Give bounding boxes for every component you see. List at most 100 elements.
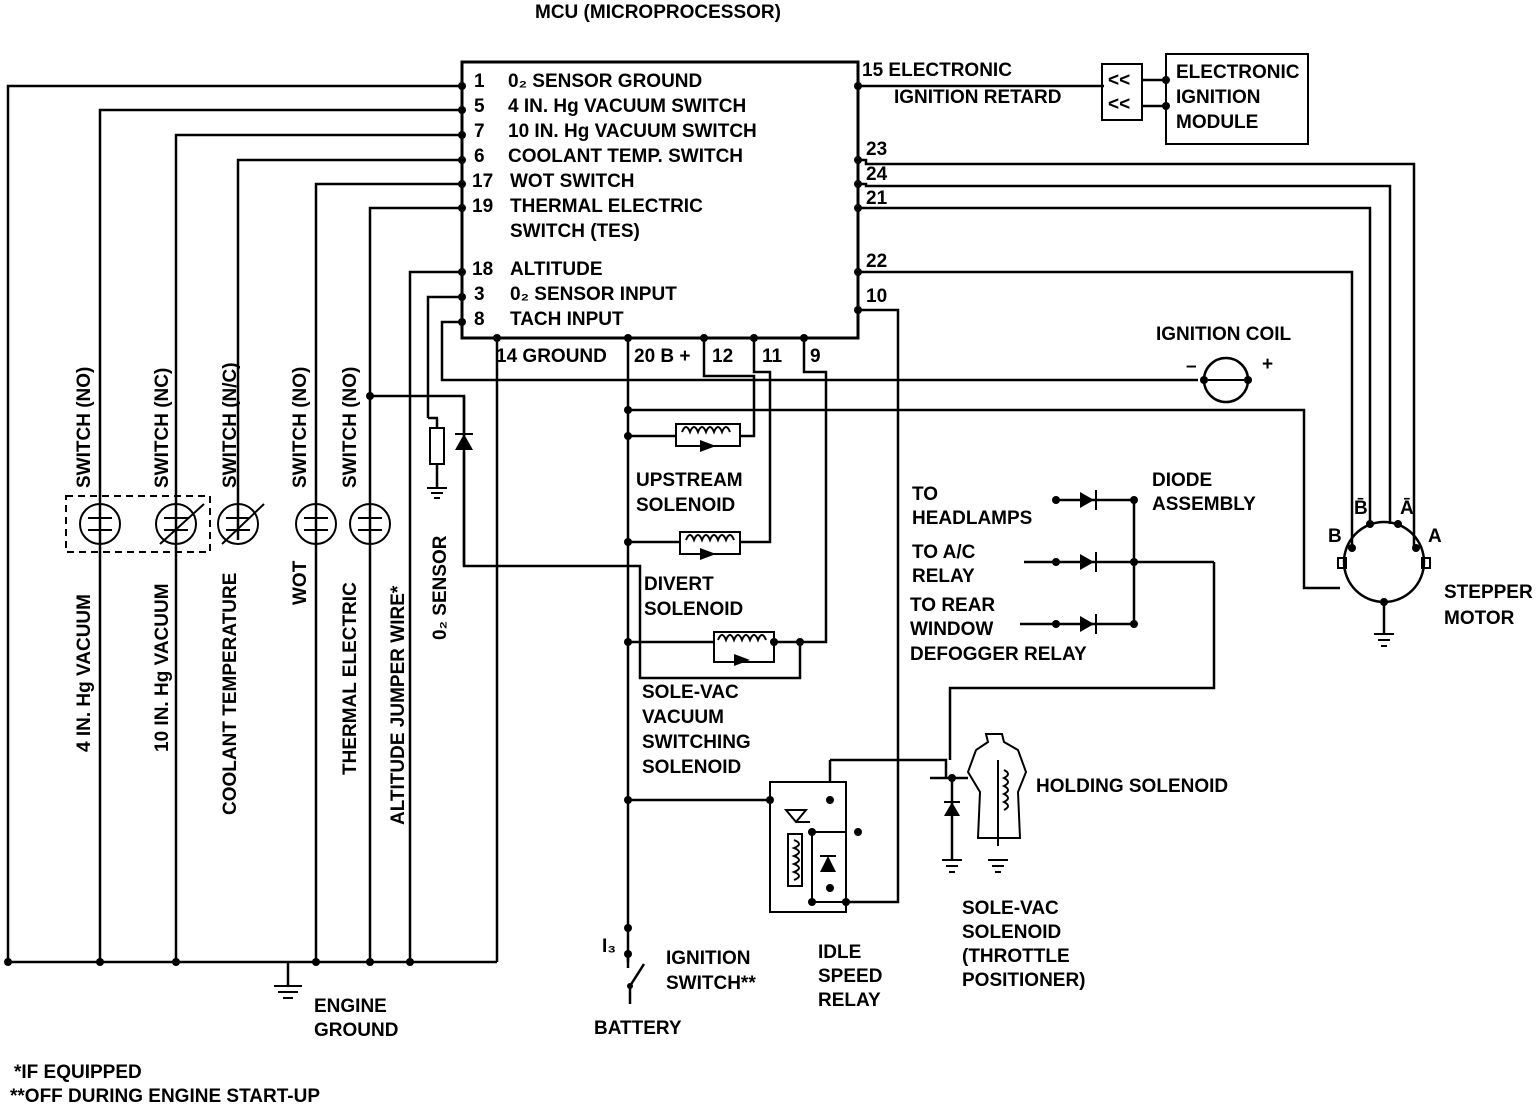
diode-assembly-symbol	[948, 490, 1216, 760]
engine-ground-label: ENGINE	[314, 996, 387, 1017]
switch-top-label: SWITCH (NO)	[290, 367, 311, 488]
switch-thermal	[349, 503, 391, 545]
ignition-coil-symbol	[1200, 356, 1252, 404]
stepper-motor-label: STEPPER	[1444, 582, 1533, 603]
diode-assembly-label: DIODE	[1152, 470, 1212, 491]
switch-wot	[295, 503, 337, 545]
o2-sensor-label: 0₂ SENSOR	[430, 535, 451, 640]
switch-top-label: SWITCH (NO)	[340, 367, 361, 488]
ignition-retard-label: IGNITION RETARD	[894, 87, 1061, 108]
ignition-module-label: IGNITION	[1176, 87, 1260, 108]
switch-bottom-label: THERMAL ELECTRIC	[340, 582, 361, 775]
switch-bottom-label: COOLANT TEMPERATURE	[220, 573, 241, 815]
pin-label: 10	[866, 286, 887, 307]
connector-icon: <<	[1108, 94, 1130, 115]
stepper-pin-label: A	[1428, 526, 1442, 547]
stepper-wiring	[628, 158, 1416, 590]
ignition-module-box	[1165, 53, 1309, 145]
to-rear-window-label: TO REAR	[910, 595, 995, 616]
pin-label: 9	[810, 346, 821, 367]
ignition-switch-label: SWITCH**	[666, 973, 756, 994]
footnote: *IF EQUIPPED	[14, 1062, 142, 1083]
mcu-title: MCU (MICROPROCESSOR)	[535, 2, 781, 23]
pin-label: 20 B +	[634, 346, 691, 367]
pin-label: 21	[866, 188, 888, 209]
pin-number: 8	[474, 309, 485, 330]
pin-label: 0₂ SENSOR GROUND	[508, 71, 702, 92]
pin-number: 19	[472, 196, 493, 217]
stepper-pin-label: B	[1328, 526, 1342, 547]
stepper-motor	[1337, 520, 1431, 647]
ignition-switch-symbol	[626, 954, 646, 1004]
switch-4in-vacuum	[79, 503, 121, 545]
stepper-pin-label: B̄	[1354, 498, 1368, 519]
idle-speed-relay-symbol	[628, 758, 948, 913]
stepper-motor-label: MOTOR	[1444, 608, 1515, 629]
pin-label: 23	[866, 139, 887, 160]
holding-solenoid-symbol	[930, 733, 1028, 873]
pin-label: 15 ELECTRONIC	[862, 60, 1012, 81]
ignition-module-label: ELECTRONIC	[1176, 62, 1300, 83]
pin-label: 10 IN. Hg VACUUM SWITCH	[508, 121, 757, 142]
switch-10in-vacuum	[155, 503, 205, 545]
sole-vac-switching-symbol	[628, 338, 828, 666]
pin-label: COOLANT TEMP. SWITCH	[508, 146, 743, 167]
to-rear-window-label: WINDOW	[910, 619, 993, 640]
pin-label: SWITCH (TES)	[510, 221, 640, 242]
altitude-jumper-label: ALTITUDE JUMPER WIRE*	[388, 585, 409, 825]
ground-junction-dots	[4, 392, 414, 966]
ignition-module-label: MODULE	[1176, 112, 1258, 133]
ignition-coil-plus: +	[1262, 354, 1273, 375]
to-ac-relay-label: TO A/C	[912, 542, 976, 563]
ignition-coil-label: IGNITION COIL	[1156, 324, 1292, 345]
mcu-right-pins: 15 ELECTRONIC IGNITION RETARD 23 24 21 2…	[862, 60, 1061, 307]
switch-top-label: SWITCH (NO)	[74, 367, 95, 488]
switch-bottom-label: 4 IN. Hg VACUUM	[74, 594, 95, 752]
sole-vac-switching-label: SWITCHING	[642, 732, 751, 753]
pin-number: 7	[474, 121, 485, 142]
upstream-solenoid-symbol	[628, 338, 756, 452]
to-headlamps-label: TO	[912, 484, 938, 505]
pin-label: 14 GROUND	[496, 346, 607, 367]
pin-label: TACH INPUT	[510, 309, 624, 330]
switch-coolant	[217, 503, 265, 545]
to-headlamps-label: HEADLAMPS	[912, 508, 1032, 529]
pin-label: 12	[712, 346, 733, 367]
connector-box	[1101, 63, 1143, 121]
divert-solenoid-symbol	[628, 338, 772, 560]
pin-label: THERMAL ELECTRIC	[510, 196, 703, 217]
stepper-pin-label: Ā	[1400, 498, 1414, 519]
mcu-box	[460, 60, 860, 340]
o2-sensor-symbol	[427, 416, 447, 499]
switch-symbols	[79, 503, 391, 545]
sole-vac-throttle-label: SOLENOID	[962, 922, 1061, 943]
pin-label: ALTITUDE	[510, 259, 603, 280]
pin-number: 18	[472, 259, 493, 280]
pin-label: 22	[866, 251, 887, 272]
pin-number: 5	[474, 96, 485, 117]
mcu-left-pins: 1 0₂ SENSOR GROUND 5 4 IN. Hg VACUUM SWI…	[472, 71, 757, 330]
sole-vac-switching-label: SOLENOID	[642, 757, 741, 778]
engine-ground-symbol	[274, 985, 302, 999]
o2-diode-icon	[455, 434, 473, 450]
pin-label: WOT SWITCH	[510, 171, 635, 192]
ignition-switch-terminal: I₃	[602, 936, 616, 957]
pin-number: 17	[472, 171, 493, 192]
to-rear-window-label: DEFOGGER RELAY	[910, 644, 1087, 665]
holding-solenoid-label: HOLDING SOLENOID	[1036, 776, 1228, 797]
sole-vac-switching-label: VACUUM	[642, 707, 724, 728]
pin-label: 24	[866, 164, 888, 185]
left-wiring	[6, 84, 1198, 986]
pin10-wire	[846, 308, 900, 904]
switch-labels: SWITCH (NO) 4 IN. Hg VACUUM SWITCH (NC) …	[74, 362, 451, 825]
power-bus	[624, 338, 632, 962]
pin-number: 6	[474, 146, 485, 167]
idle-speed-relay-label: IDLE	[818, 942, 861, 963]
engine-ground-label: GROUND	[314, 1020, 398, 1041]
battery-label: BATTERY	[594, 1018, 682, 1039]
upstream-solenoid-label: SOLENOID	[636, 495, 735, 516]
idle-speed-relay-label: RELAY	[818, 990, 881, 1011]
pin-label: 0₂ SENSOR INPUT	[510, 284, 677, 305]
sole-vac-throttle-label: SOLE-VAC	[962, 898, 1059, 919]
ignition-switch-label: IGNITION	[666, 948, 750, 969]
